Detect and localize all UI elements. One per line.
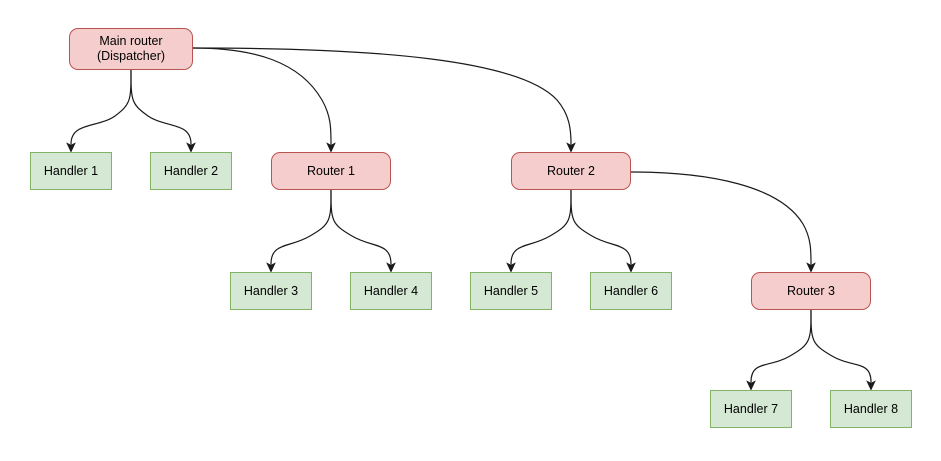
- node-handler-5[interactable]: Handler 5: [470, 272, 552, 310]
- node-handler-5-label: Handler 5: [483, 283, 539, 298]
- node-router-1[interactable]: Router 1: [271, 152, 391, 190]
- node-handler-6[interactable]: Handler 6: [590, 272, 672, 310]
- node-handler-3[interactable]: Handler 3: [230, 272, 312, 310]
- node-router-2-label: Router 2: [547, 163, 595, 178]
- node-router-3-label: Router 3: [787, 283, 835, 298]
- arrowheads-group: [66, 142, 876, 391]
- node-main-router-label: Main router (Dispatcher): [96, 34, 166, 63]
- node-router-3[interactable]: Router 3: [751, 272, 871, 310]
- edge-router-3-to-handler-8: [810, 309, 872, 383]
- node-router-2[interactable]: Router 2: [511, 152, 631, 190]
- node-handler-8-label: Handler 8: [843, 401, 899, 416]
- edge-main-to-handler-2: [130, 69, 192, 145]
- edge-main-to-router-1: [192, 47, 332, 145]
- node-router-1-label: Router 1: [307, 163, 355, 178]
- node-handler-2[interactable]: Handler 2: [150, 152, 232, 190]
- edge-router-3-to-handler-7: [750, 309, 812, 383]
- node-handler-7-label: Handler 7: [723, 401, 779, 416]
- arrow-handler-7-icon: [746, 380, 756, 391]
- edge-router-2-to-router-3: [630, 171, 812, 265]
- arrow-router-2-icon: [566, 142, 576, 153]
- arrow-handler-1-icon: [66, 142, 76, 153]
- node-main-router[interactable]: Main router (Dispatcher): [69, 28, 193, 70]
- node-handler-4-label: Handler 4: [363, 283, 419, 298]
- arrow-handler-6-icon: [626, 262, 636, 273]
- node-handler-1[interactable]: Handler 1: [30, 152, 112, 190]
- node-handler-6-label: Handler 6: [603, 283, 659, 298]
- edge-router-2-to-handler-5: [510, 189, 572, 265]
- edge-main-to-router-2: [192, 47, 572, 145]
- arrow-router-1-icon: [326, 142, 336, 153]
- edge-router-1-to-handler-3: [270, 189, 332, 265]
- arrow-handler-5-icon: [506, 262, 516, 273]
- arrow-router-3-icon: [806, 262, 816, 273]
- edges-group: [70, 47, 872, 383]
- node-handler-1-label: Handler 1: [43, 163, 99, 178]
- arrow-handler-3-icon: [266, 262, 276, 273]
- node-handler-4[interactable]: Handler 4: [350, 272, 432, 310]
- edge-router-1-to-handler-4: [330, 189, 392, 265]
- arrow-handler-8-icon: [866, 380, 876, 391]
- node-handler-2-label: Handler 2: [163, 163, 219, 178]
- node-handler-7[interactable]: Handler 7: [710, 390, 792, 428]
- edge-main-to-handler-1: [70, 69, 132, 145]
- node-handler-8[interactable]: Handler 8: [830, 390, 912, 428]
- node-handler-3-label: Handler 3: [243, 283, 299, 298]
- arrow-handler-2-icon: [186, 142, 196, 153]
- arrow-handler-4-icon: [386, 262, 396, 273]
- edge-router-2-to-handler-6: [570, 189, 632, 265]
